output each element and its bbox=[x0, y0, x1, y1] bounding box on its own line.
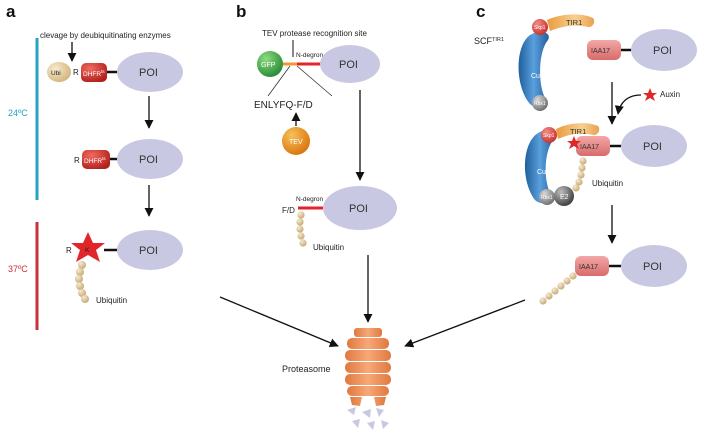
e2-enzyme bbox=[554, 186, 574, 206]
tev-sequence: ENLYFQ-F/D bbox=[254, 100, 313, 111]
skp1-protein bbox=[532, 19, 548, 35]
to-proteasome-arrow-a bbox=[219, 296, 339, 348]
iaa17-degron bbox=[575, 256, 609, 276]
cul1-scaffold bbox=[518, 31, 549, 107]
ubiquitin-label: Ubiquitin bbox=[96, 296, 127, 305]
k-residue-label: K bbox=[85, 247, 90, 254]
auxin-star-icon bbox=[643, 88, 657, 101]
cleavage-note: clevage by deubiquitinating enzymes bbox=[40, 31, 171, 40]
poi-label: POI bbox=[339, 59, 358, 71]
r-residue-label: R bbox=[73, 68, 79, 77]
poi-protein bbox=[117, 230, 183, 270]
gfp-protein bbox=[257, 51, 283, 77]
rbx1-label: Rbx1 bbox=[534, 101, 546, 107]
iaa17-label: IAA17 bbox=[579, 264, 598, 271]
dhfr-label: DHFRts bbox=[83, 69, 105, 78]
rbx1-label: Rbx1 bbox=[541, 195, 553, 201]
auxin-star-icon bbox=[567, 136, 581, 149]
poi-label: POI bbox=[643, 261, 662, 273]
ubiquitin-chain bbox=[296, 211, 307, 247]
temp-label-24c: 24ºC bbox=[8, 108, 28, 118]
ubi-protein bbox=[47, 62, 71, 82]
poi-label: POI bbox=[139, 245, 158, 257]
poi-protein bbox=[117, 139, 183, 179]
ubi-label: Ubi bbox=[51, 70, 61, 77]
poi-protein bbox=[631, 29, 697, 71]
temp-label-37c: 37ºC bbox=[8, 264, 28, 274]
panel-c-label: c bbox=[476, 2, 485, 21]
poi-label: POI bbox=[643, 141, 662, 153]
tir1-protein bbox=[556, 123, 600, 139]
ubiquitin-chain bbox=[572, 157, 587, 192]
tir1-label: TIR1 bbox=[570, 127, 586, 136]
ubiquitin-chain bbox=[539, 272, 577, 305]
n-degron-label: N-degron bbox=[296, 52, 323, 59]
e2-label: E2 bbox=[560, 194, 569, 201]
iaa17-degron bbox=[576, 136, 610, 156]
auxin-label: Auxin bbox=[660, 90, 680, 99]
iaa17-label: IAA17 bbox=[580, 144, 599, 151]
tir1-label: TIR1 bbox=[566, 18, 582, 27]
iaa17-degron bbox=[587, 40, 621, 60]
cul1-label: Cul1 bbox=[531, 73, 546, 80]
proteasome bbox=[345, 328, 391, 406]
dhfr-ts-domain bbox=[82, 150, 110, 169]
poi-label: POI bbox=[349, 203, 368, 215]
ubiquitin-label: Ubiquitin bbox=[313, 243, 344, 252]
poi-protein bbox=[323, 186, 397, 230]
panel-b-label: b bbox=[236, 2, 246, 21]
r-residue-label: R bbox=[74, 156, 80, 165]
peptide-fragments bbox=[347, 407, 389, 430]
n-degron-label: N-degron bbox=[296, 196, 323, 203]
panel-a-label: a bbox=[6, 2, 16, 21]
proteasome-label: Proteasome bbox=[282, 364, 331, 374]
poi-protein bbox=[621, 125, 687, 167]
tev-protease bbox=[282, 127, 310, 155]
poi-protein bbox=[320, 45, 380, 83]
misfolded-dhfr-star bbox=[71, 232, 105, 262]
tev-label: TEV bbox=[289, 139, 303, 146]
auxin-arrow bbox=[614, 94, 642, 115]
skp1-label: Skp1 bbox=[534, 25, 546, 31]
rbx1-protein bbox=[532, 95, 548, 111]
scf-tir1-label: SCFTIR1 bbox=[474, 36, 504, 46]
fd-label: F/D bbox=[282, 206, 295, 215]
skp1-protein bbox=[541, 127, 557, 143]
dhfr-ts-domain bbox=[81, 63, 107, 82]
tev-site-label: TEV protease recognition site bbox=[262, 29, 367, 38]
poi-label: POI bbox=[653, 45, 672, 57]
ubiquitin-chain bbox=[75, 261, 89, 303]
rbx1-protein bbox=[539, 189, 555, 205]
poi-protein bbox=[117, 52, 183, 92]
dhfr-label: DHFRts bbox=[84, 156, 106, 165]
poi-label: POI bbox=[139, 67, 158, 79]
tir1-protein bbox=[547, 14, 595, 31]
cul1-label: Cul1 bbox=[537, 169, 552, 176]
cul1-scaffold bbox=[524, 129, 555, 204]
zoom-line-right bbox=[296, 65, 333, 97]
ubiquitin-label: Ubiquitin bbox=[592, 179, 623, 188]
zoom-line-left bbox=[267, 65, 291, 97]
poi-protein bbox=[621, 245, 687, 287]
gfp-label: GFP bbox=[261, 62, 276, 69]
iaa17-label: IAA17 bbox=[591, 48, 610, 55]
to-proteasome-arrow-c bbox=[404, 299, 526, 348]
skp1-label: Skp1 bbox=[543, 133, 555, 139]
poi-label: POI bbox=[139, 154, 158, 166]
r-residue-label: R bbox=[66, 246, 72, 255]
